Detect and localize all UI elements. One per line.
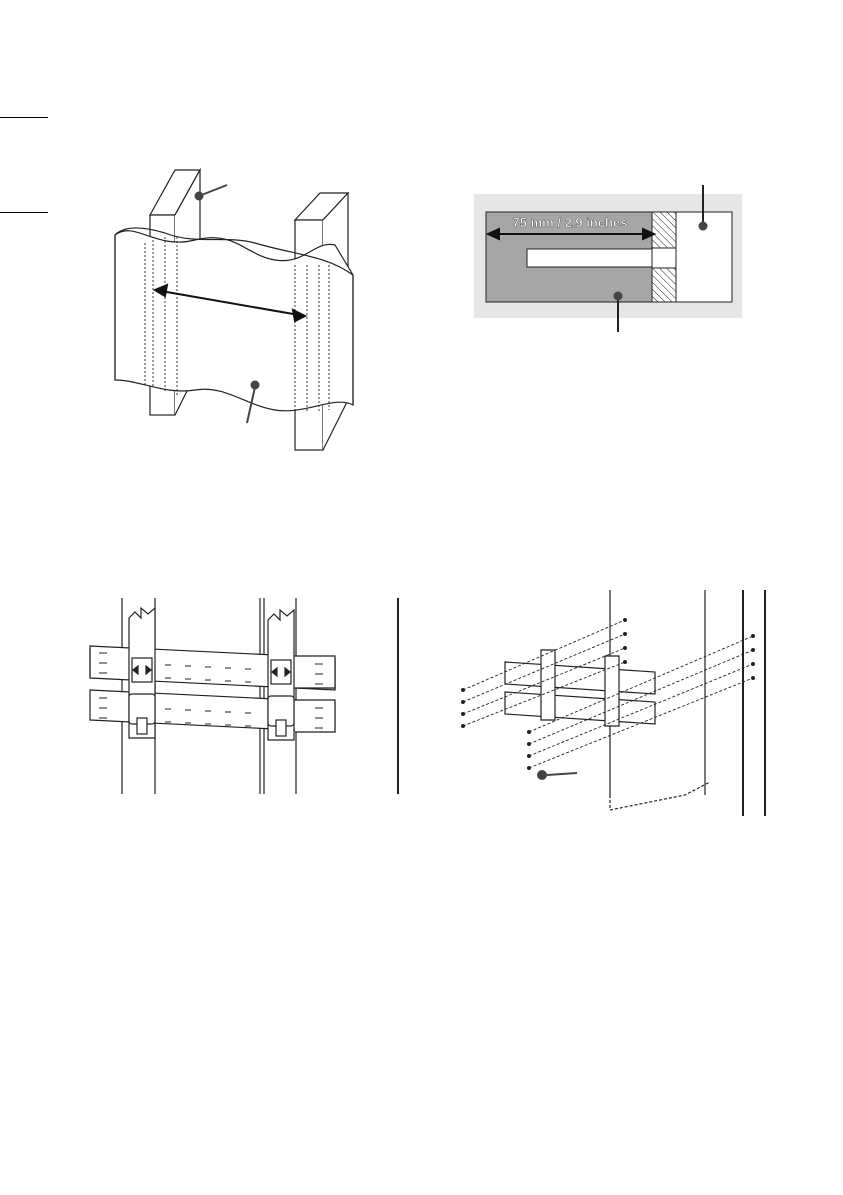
- hook-bracket-right: [268, 610, 294, 740]
- hook-bracket-left: [129, 608, 155, 738]
- screw-mount-figure: [455, 590, 785, 820]
- hatched-edge-bottom: [652, 268, 676, 302]
- stud-section-figure: 75 mm / 2.9 inches: [472, 180, 747, 340]
- stud-drywall-figure: [95, 165, 375, 455]
- page-tab-top-line: [0, 117, 48, 118]
- wall-plate-figure: [85, 598, 415, 798]
- wall-plate-lower: [90, 690, 335, 732]
- page-tab-bottom-line: [0, 212, 48, 213]
- drywall-panel: [115, 228, 353, 411]
- stud-block: [610, 782, 710, 810]
- dimension-label: 75 mm / 2.9 inches: [513, 215, 628, 230]
- drywall-strip: [527, 249, 652, 267]
- screw-callout: [537, 770, 577, 780]
- hatched-edge-top: [652, 212, 676, 248]
